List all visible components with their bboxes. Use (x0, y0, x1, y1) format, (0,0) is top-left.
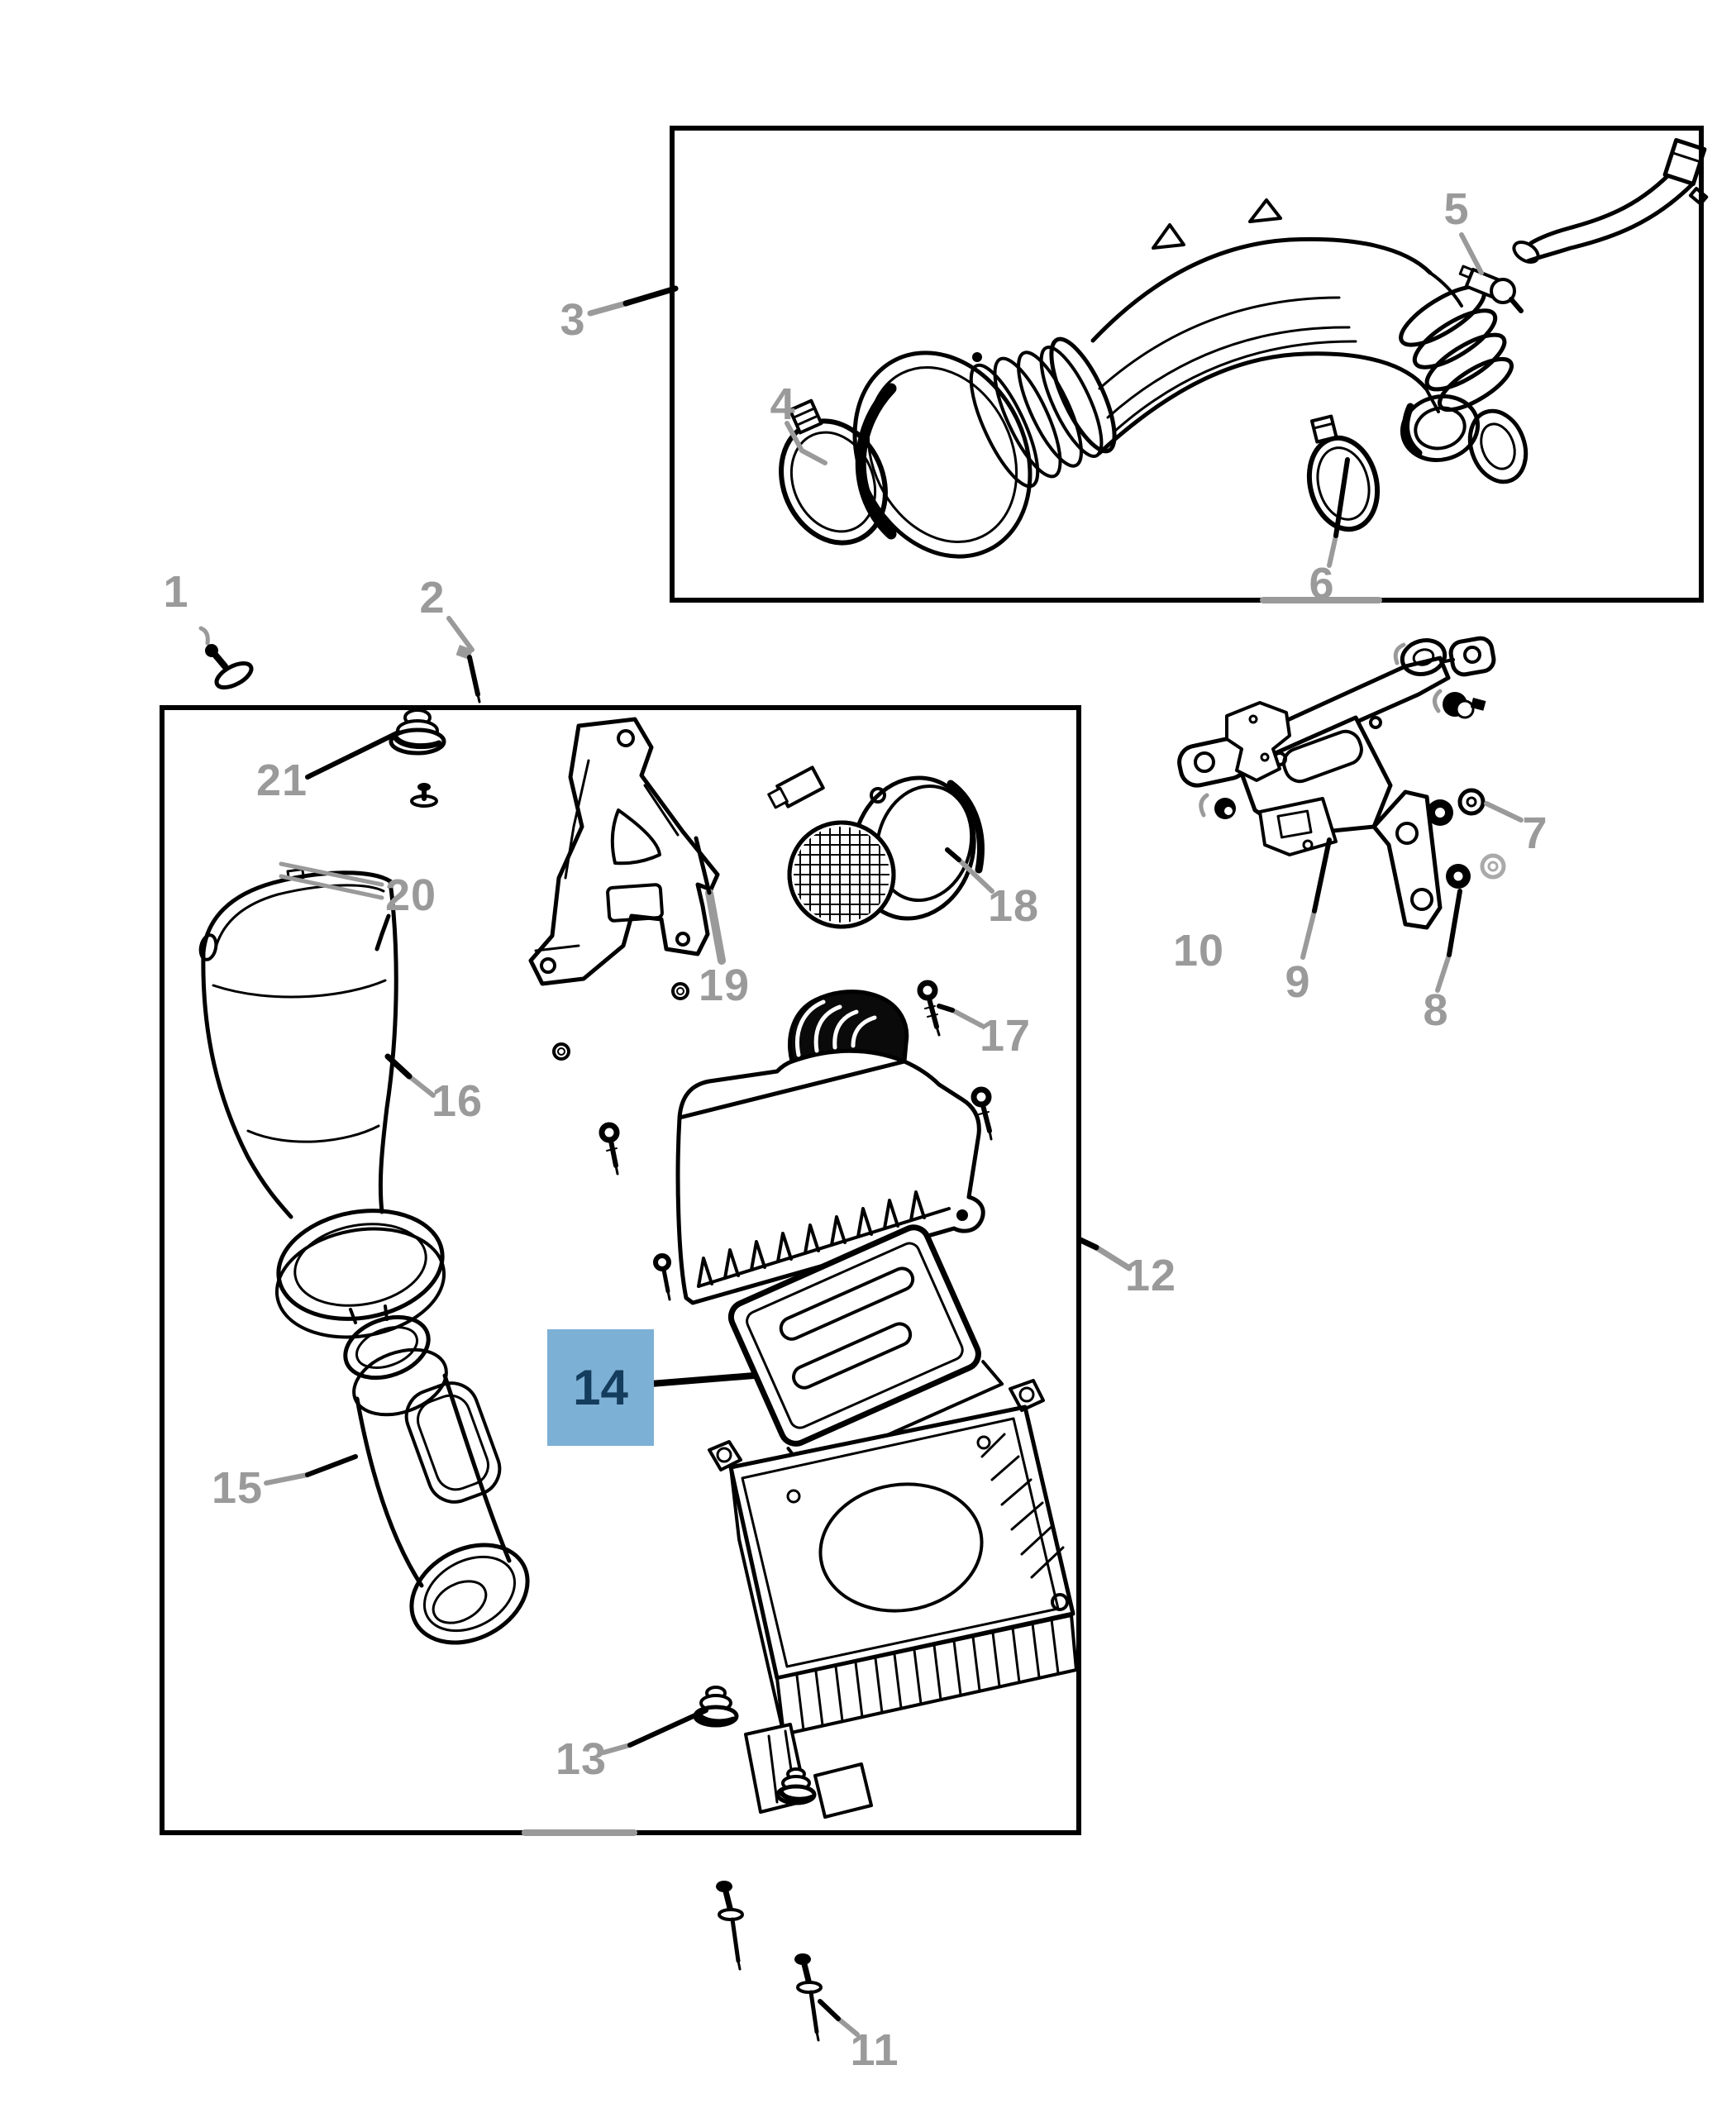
grommet-13 (693, 1686, 739, 1728)
screw-17d (653, 1253, 671, 1301)
callout-17: 17 (979, 1011, 1032, 1061)
callout-19: 19 (698, 961, 751, 1010)
callout-13: 13 (555, 1734, 608, 1784)
push-pin-1 (198, 626, 254, 690)
callout-1: 1 (163, 567, 189, 617)
highlighted-part-label: 14 (573, 1359, 628, 1415)
screw-2 (455, 645, 481, 703)
callout-8: 8 (1423, 985, 1449, 1035)
breather-hose (1512, 138, 1709, 264)
callout-11: 11 (850, 2025, 899, 2075)
callout-20: 20 (384, 870, 437, 920)
callout-18: 18 (987, 881, 1040, 931)
stud-bolt-11a (716, 1881, 744, 1971)
callout-6: 6 (1309, 559, 1335, 608)
callout-16: 16 (431, 1076, 484, 1126)
maf-sensor-18 (767, 765, 985, 929)
bracket-stud-left (1199, 793, 1236, 819)
support-bracket-19 (528, 717, 720, 986)
highlighted-part-14[interactable]: 14 (547, 1329, 654, 1446)
callout-3: 3 (560, 295, 586, 345)
callout-7: 7 (1522, 808, 1548, 858)
small-grommet-b (552, 1042, 570, 1061)
small-grommet-a (671, 982, 689, 1000)
callout-4: 4 (770, 379, 796, 429)
intake-duct-assembly (852, 198, 1529, 559)
stud-bolt-11b (794, 1953, 823, 2042)
callout-5: 5 (1443, 184, 1470, 234)
screw-17c (599, 1122, 620, 1176)
callout-9: 9 (1285, 957, 1311, 1007)
callout-2: 2 (419, 573, 446, 622)
hose-clamp-6 (1306, 414, 1381, 532)
washer-nut-set-7-8 (1427, 788, 1506, 889)
mounting-bracket-9 (1177, 636, 1496, 930)
air-cleaner-lower-housing (708, 1379, 1078, 1819)
callout-12: 12 (1124, 1251, 1177, 1300)
grommet-21 (389, 708, 446, 808)
callout-21: 21 (255, 756, 308, 805)
screw-17a (917, 980, 941, 1037)
intake-duct-16 (198, 867, 446, 1339)
resonator-tube-15 (343, 1304, 530, 1645)
air-temp-sensor-5 (1458, 265, 1524, 313)
callout-10: 10 (1172, 926, 1225, 975)
bracket-stud-top (1433, 689, 1486, 719)
callout-15: 15 (211, 1463, 264, 1513)
